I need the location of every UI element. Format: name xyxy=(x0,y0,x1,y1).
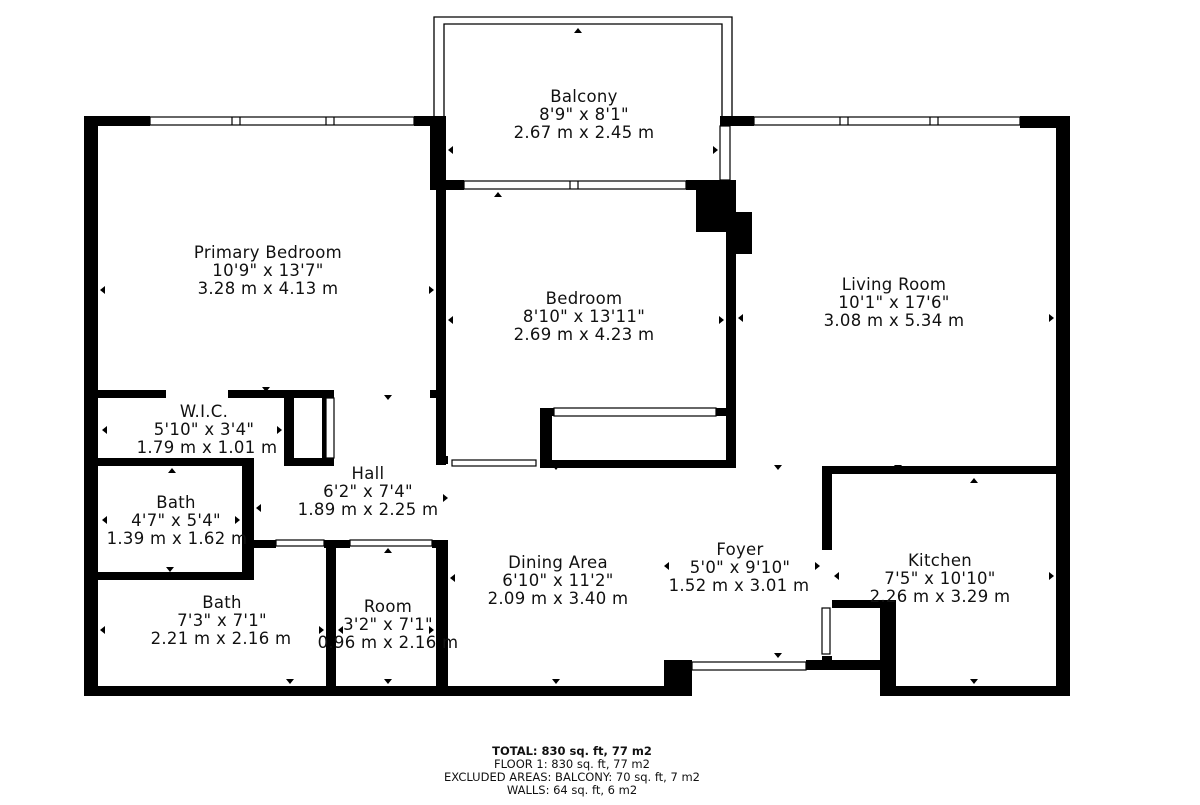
balcony-imperial: 8'9" x 8'1" xyxy=(539,105,629,124)
wall-kitchen-top xyxy=(822,466,1070,474)
wall-bedroom-top xyxy=(446,180,464,190)
room-imperial: 3'2" x 7'1" xyxy=(343,615,433,634)
wall-bath2-right xyxy=(326,540,336,696)
wall-closet-right xyxy=(716,408,736,416)
wall-bedroom-left-lower xyxy=(436,456,448,464)
wall-bath2-top-b xyxy=(324,540,350,548)
wall-closet-left xyxy=(540,408,552,466)
wall-right xyxy=(1056,116,1070,696)
total-area: TOTAL: 830 sq. ft, 77 m2 xyxy=(492,744,652,758)
walls-area: WALLS: 64 sq. ft, 6 m2 xyxy=(506,783,638,797)
wall-wic-top-c xyxy=(430,390,446,398)
wic-metric: 1.79 m x 1.01 m xyxy=(136,438,278,457)
windows xyxy=(149,116,1021,671)
wall-bath2-top xyxy=(254,540,276,548)
wall-bottom-right-b xyxy=(880,686,1070,696)
bedroom-imperial: 8'10" x 13'11" xyxy=(522,307,646,326)
door-entry xyxy=(691,661,807,671)
walls xyxy=(84,116,1070,696)
hall-name: Hall xyxy=(351,464,385,483)
floor-area: FLOOR 1: 830 sq. ft, 77 m2 xyxy=(494,757,650,771)
window-primary xyxy=(149,116,415,126)
foyer-metric: 1.52 m x 3.01 m xyxy=(668,576,810,595)
wall-closet-bottom xyxy=(540,460,736,468)
wall-bottom-left xyxy=(84,686,682,696)
door-pantry xyxy=(821,607,831,655)
living-room-name: Living Room xyxy=(841,275,947,294)
wall-column-b xyxy=(736,212,752,254)
primary-bedroom-imperial: 10'9" x 13'7" xyxy=(212,261,324,280)
room-metric: 0.96 m x 2.16 m xyxy=(317,633,459,652)
wall-wic-bottom xyxy=(84,458,254,466)
bedroom-metric: 2.69 m x 4.23 m xyxy=(513,325,655,344)
living-room-metric: 3.08 m x 5.34 m xyxy=(823,311,965,330)
wall-primary-bedroom-right xyxy=(436,180,446,392)
wic-imperial: 5'10" x 3'4" xyxy=(153,420,255,439)
wall-wic-top-b xyxy=(228,390,324,398)
hall-imperial: 6'2" x 7'4" xyxy=(323,482,413,501)
excluded-area: EXCLUDED AREAS: BALCONY: 70 sq. ft, 7 m2 xyxy=(444,770,700,784)
balcony-outline xyxy=(433,16,733,125)
dining-area-name: Dining Area xyxy=(508,553,608,572)
door-bath2 xyxy=(275,539,325,547)
balcony-metric: 2.67 m x 2.45 m xyxy=(513,123,655,142)
bath-2-name: Bath xyxy=(202,593,242,612)
window-living xyxy=(753,116,1021,126)
wall-bedroom-left xyxy=(436,395,446,465)
door-wic xyxy=(325,397,335,459)
door-balcony xyxy=(719,125,731,181)
wall-room-right xyxy=(436,540,448,696)
bath-2-metric: 2.21 m x 2.16 m xyxy=(150,629,292,648)
hall-metric: 1.89 m x 2.25 m xyxy=(297,500,439,519)
foyer-imperial: 5'0" x 9'10" xyxy=(689,558,791,577)
wall-bottom-notch xyxy=(664,660,692,696)
wall-kitchen-corner xyxy=(880,600,896,696)
bedroom-name: Bedroom xyxy=(545,289,623,308)
primary-bedroom-metric: 3.28 m x 4.13 m xyxy=(197,279,339,298)
primary-bedroom-name: Primary Bedroom xyxy=(193,243,343,262)
wall-wic-top xyxy=(84,390,166,398)
kitchen-metric: 2.26 m x 3.29 m xyxy=(869,587,1011,606)
bath-1-metric: 1.39 m x 1.62 m xyxy=(106,529,248,548)
balcony-name: Balcony xyxy=(550,87,618,106)
window-bedroom xyxy=(463,180,687,190)
wall-kitchen-left xyxy=(822,466,832,550)
foyer-name: Foyer xyxy=(716,540,764,559)
door-closet xyxy=(553,407,717,417)
wall-left xyxy=(84,116,98,696)
wall-top-right-a xyxy=(720,116,754,126)
wall-balcony-left xyxy=(430,116,446,190)
kitchen-name: Kitchen xyxy=(907,551,973,570)
wall-top-left xyxy=(84,116,150,126)
wall-pantry-top xyxy=(832,600,896,608)
dining-area-metric: 2.09 m x 3.40 m xyxy=(487,589,629,608)
door-bedroom xyxy=(451,459,537,467)
room-name: Room xyxy=(363,597,413,616)
bath-1-name: Bath xyxy=(156,493,196,512)
wic-name: W.I.C. xyxy=(179,402,229,421)
bath-1-imperial: 4'7" x 5'4" xyxy=(131,511,221,530)
door-room xyxy=(349,539,433,547)
dining-area-imperial: 6'10" x 11'2" xyxy=(502,571,614,590)
bath-2-imperial: 7'3" x 7'1" xyxy=(177,611,267,630)
wall-kitchen-left-b xyxy=(822,656,832,670)
living-room-imperial: 10'1" x 17'6" xyxy=(838,293,950,312)
wall-bottom-right xyxy=(806,660,890,670)
dimension-markers xyxy=(100,28,1054,684)
wall-wic-right xyxy=(284,390,294,466)
wall-bath1-bottom xyxy=(84,572,254,580)
area-totals: TOTAL: 830 sq. ft, 77 m2 FLOOR 1: 830 sq… xyxy=(300,745,844,797)
kitchen-imperial: 7'5" x 10'10" xyxy=(884,569,996,588)
wall-bedroom-right xyxy=(726,180,736,466)
wall-wic-bottom-b xyxy=(284,458,334,466)
wall-bath1-right xyxy=(242,458,254,580)
